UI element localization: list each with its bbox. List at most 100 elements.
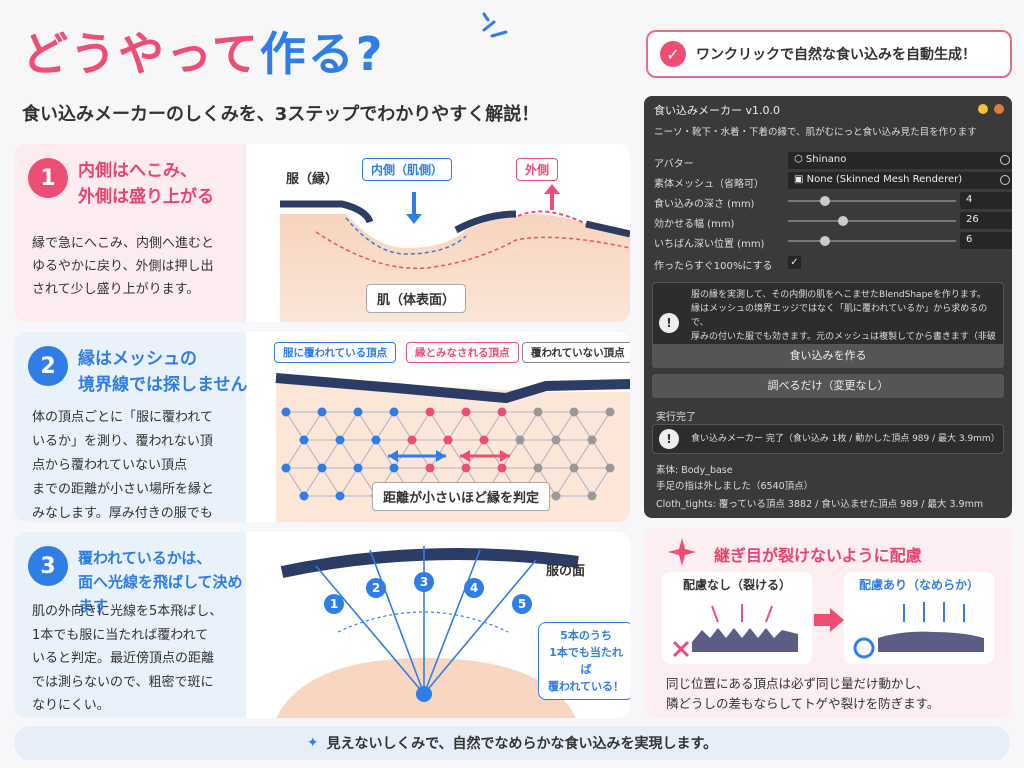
mesh-vertex <box>281 407 291 417</box>
step-number: 1 <box>28 158 68 198</box>
slider-track[interactable] <box>788 240 956 242</box>
mesh-vertex <box>605 463 615 473</box>
mesh-vertex <box>515 435 525 445</box>
mesh-vertex <box>425 407 435 417</box>
slider-label: 効かせる幅 (mm) <box>654 219 735 230</box>
mesh-edge <box>519 439 539 469</box>
torn-seam-illustration <box>672 604 798 658</box>
mesh-edge <box>321 467 341 497</box>
mesh-edge <box>303 439 323 469</box>
mesh-edge <box>285 411 305 441</box>
ray-number-badge <box>366 578 386 598</box>
object-picker-icon[interactable] <box>1000 155 1010 165</box>
step-heading: 縁はメッシュの 境界線では探しません <box>78 349 248 395</box>
mesh-edge <box>501 411 521 441</box>
mesh-row: 素体メッシュ（省略可） ▣ None (Skinned Mesh Rendere… <box>654 172 1012 190</box>
slider-track[interactable] <box>788 200 956 202</box>
inspect-only-button[interactable]: 調べるだけ（変更なし） <box>652 374 1004 398</box>
ray-number: 3 <box>420 575 428 589</box>
slider-label: いちばん深い位置 (mm) <box>654 239 765 250</box>
step-number: 3 <box>28 546 68 586</box>
promo-text: ワンクリックで自然な食い込みを自動生成！ <box>696 47 976 63</box>
step-heading: 内側はへこみ、 外側は盛り上がる <box>78 161 214 207</box>
footer-text: 見えないしくみで、自然でなめらかな食い込みを実現します。 <box>326 736 718 752</box>
step-heading: 覆われているかは、 面へ光線を飛ばして決めます <box>78 549 243 615</box>
seam-description: 同じ位置にある頂点は必ず同じ量だけ動かし、 隣どうしの差もならしてトゲや裂けを防… <box>666 676 940 711</box>
mesh-vertex <box>335 491 345 501</box>
object-picker-icon[interactable] <box>1000 175 1010 185</box>
mesh-edge <box>357 411 377 441</box>
minimize-button[interactable] <box>978 104 988 114</box>
ray-number-badge <box>464 578 484 598</box>
mesh-vertex <box>461 407 471 417</box>
mesh-edge <box>591 467 611 497</box>
slider-value-field[interactable]: 4 <box>960 192 1012 209</box>
ray-line <box>423 549 481 695</box>
outer-side-label: 外側 <box>516 158 559 181</box>
ray-number: 1 <box>330 597 338 611</box>
good-example-label: 配慮あり（なめらか） <box>858 578 979 592</box>
mesh-edge <box>465 411 485 441</box>
result-line: 手足の指は外しました（6540頂点） <box>656 481 814 492</box>
mesh-edge <box>501 439 521 469</box>
avatar-value: Shinano <box>805 154 847 165</box>
step-number: 2 <box>28 346 68 386</box>
result-message: 食い込みメーカー 完了（食い込み 1枚 / 動かした頂点 989 / 最大 3.… <box>691 434 1000 444</box>
make-indent-button[interactable]: 食い込みを作る <box>652 344 1004 368</box>
mesh-vertex <box>353 463 363 473</box>
sparkle-icon: ✦ <box>306 735 319 751</box>
arrow-right-icon <box>814 608 844 632</box>
step-body: 体の頂点ごとに「服に覆われて いるか」を測り、覆われない頂 点から覆われていない… <box>32 410 215 521</box>
edge-label: 服（縁） <box>286 172 339 187</box>
mesh-vertex <box>317 463 327 473</box>
window-title: 食い込みメーカー v1.0.0 <box>654 104 780 117</box>
mesh-edge <box>411 439 431 469</box>
ray-number-badge <box>414 572 434 592</box>
mesh-vertex <box>569 463 579 473</box>
mesh-edge <box>573 411 593 441</box>
result-line: 素体: Body_base <box>656 465 733 476</box>
skin-surface-label: 肌（体表面） <box>366 284 467 313</box>
uncovered-vertex-label: 覆われていない頂点 <box>522 342 630 363</box>
sparkle-lines-icon <box>482 12 508 38</box>
mesh-vertex <box>497 407 507 417</box>
mesh-edge <box>321 411 341 441</box>
mesh-vertex <box>407 435 417 445</box>
slider-value-field[interactable]: 6 <box>960 232 1012 249</box>
slider-row-depth: 食い込みの深さ (mm) 4 <box>654 192 1012 210</box>
sparkle-icon <box>668 538 696 566</box>
step-1-card: 1 内側はへこみ、 外側は盛り上がる 縁で急にへこみ、内側へ進むと ゆるやかに戻… <box>14 144 630 322</box>
mesh-edge <box>537 411 557 441</box>
mesh-edge <box>591 411 611 441</box>
title-text-3: ? <box>355 27 385 81</box>
page-subtitle: 食い込みメーカーのしくみを、3ステップでわかりやすく解説！ <box>22 104 540 125</box>
mesh-edge <box>429 411 449 441</box>
mesh-edge <box>339 411 359 441</box>
slider-handle[interactable] <box>819 236 830 246</box>
bad-example-panel: 配慮なし（裂ける） <box>662 572 812 664</box>
seam-title: 継ぎ目が裂けないように配慮 <box>714 546 922 565</box>
info-icon: ! <box>659 429 679 449</box>
mesh-vertex <box>551 491 561 501</box>
mesh-vertex <box>479 435 489 445</box>
ray-number-badge <box>324 594 344 614</box>
step-body: 肌の外向きに光線を5本飛ばし、 1本でも服に当たれば覆われて いると判定。最近傍… <box>32 604 223 713</box>
slider-value-field[interactable]: 26 <box>960 212 1012 229</box>
mesh-vertex <box>335 435 345 445</box>
close-button[interactable] <box>994 104 1004 114</box>
slider-track[interactable] <box>788 220 956 222</box>
slider-handle[interactable] <box>838 216 849 226</box>
title-text-2: 作る <box>259 27 356 81</box>
avatar-field[interactable]: ⬡ Shinano <box>788 152 1012 169</box>
apply-100-checkbox[interactable]: ✓ <box>788 256 801 269</box>
mesh-vertex <box>371 435 381 445</box>
slider-handle[interactable] <box>819 196 830 206</box>
footer-banner: ✦ 見えないしくみで、自然でなめらかな食い込みを実現します。 <box>14 726 1010 760</box>
covered-vertex-label: 服に覆われている頂点 <box>274 342 397 363</box>
step-2-diagram: 服に覆われている頂点 縁とみなされる頂点 覆われていない頂点 距離が小さいほど縁… <box>246 332 630 522</box>
step-2-card: 2 縁はメッシュの 境界線では探しません 体の頂点ごとに「服に覆われて いるか」… <box>14 332 630 522</box>
title-text-1: どうやって <box>22 27 260 81</box>
mesh-field[interactable]: ▣ None (Skinned Mesh Renderer) <box>788 172 1012 189</box>
mesh-edge <box>375 439 395 469</box>
